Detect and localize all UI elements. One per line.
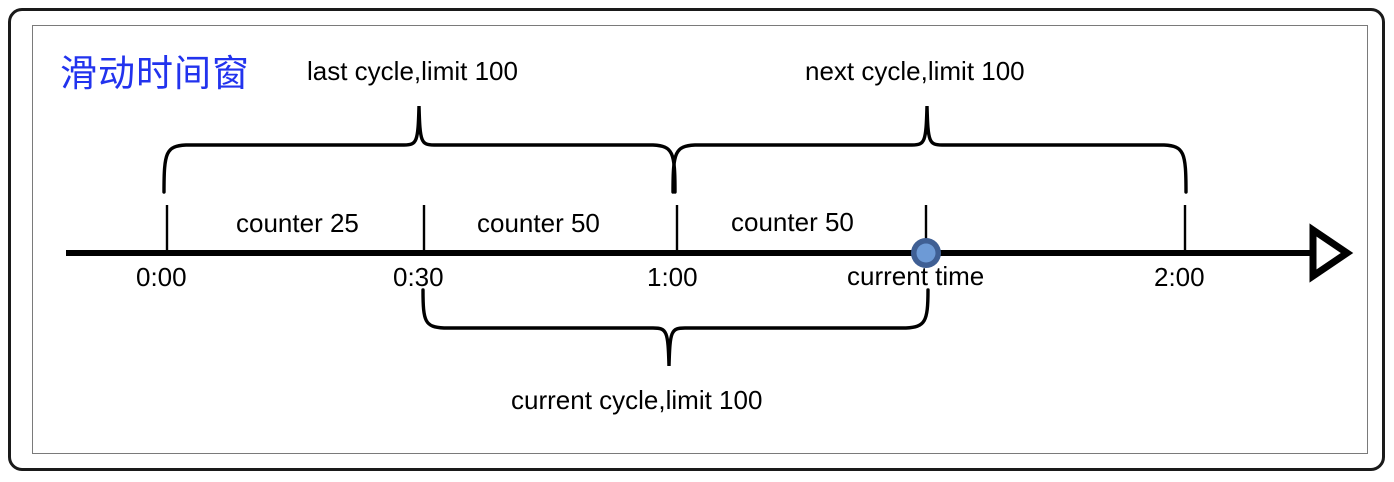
brace-next-cycle [671, 105, 1188, 194]
label-counter-segment-3: counter 50 [731, 207, 854, 237]
tick-label-1-00: 1:00 [647, 262, 698, 292]
tick-label-0-00: 0:00 [136, 262, 187, 292]
brace-last-cycle [162, 105, 677, 194]
label-current-time: current time [847, 261, 985, 291]
inner-frame-border [32, 25, 1368, 454]
outer-frame-border [8, 8, 1385, 471]
axis-arrow-head [1309, 223, 1354, 283]
page-title: 滑动时间窗 [60, 53, 250, 94]
brace-current-cycle [421, 288, 930, 367]
label-counter-segment-1: counter 25 [236, 208, 359, 238]
label-last-cycle: last cycle,limit 100 [307, 56, 518, 86]
current-time-marker-dot [916, 243, 936, 263]
tick-label-2-00: 2:00 [1154, 262, 1205, 292]
label-next-cycle: next cycle,limit 100 [805, 56, 1025, 86]
tick-label-0-30: 0:30 [393, 262, 444, 292]
label-current-cycle: current cycle,limit 100 [511, 385, 763, 415]
label-counter-segment-2: counter 50 [477, 208, 600, 238]
